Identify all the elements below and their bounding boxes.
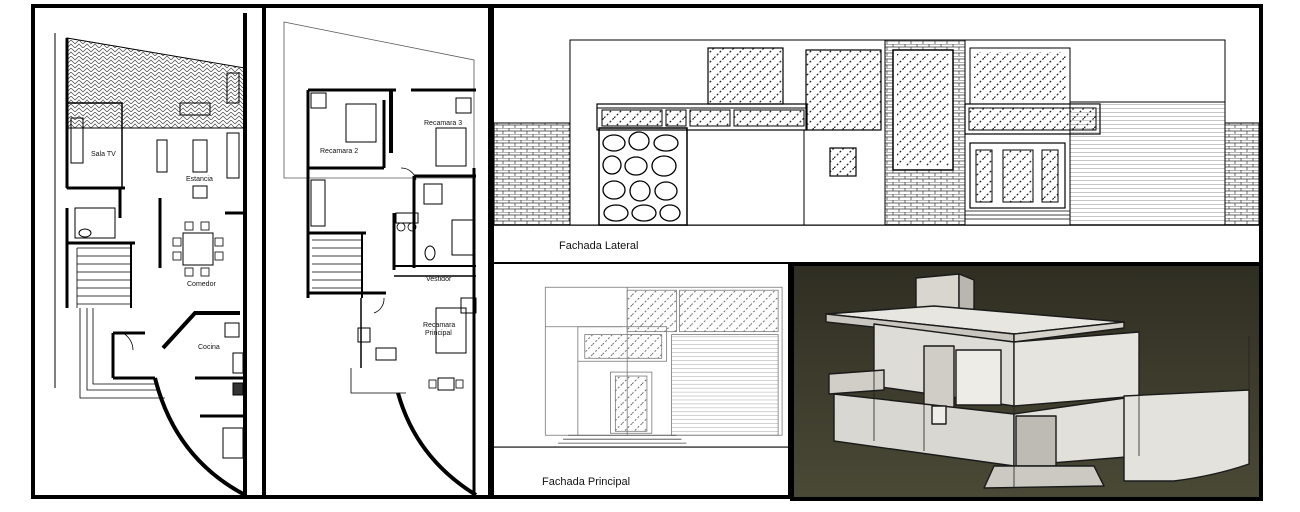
side-elevation-drawing: [494, 39, 1259, 226]
room-label-sala-tv: Sala TV: [91, 151, 116, 158]
room-label-recamara-principal-2: Principal: [425, 330, 452, 337]
render-3d-view: [790, 262, 1263, 501]
caption-fachada-principal: Fachada Principal: [542, 476, 631, 488]
ground-floor-drawing: [54, 13, 247, 495]
side-elevation: Fachada Lateral: [490, 4, 1263, 266]
room-label-recamara-3: Recamara 3: [424, 120, 463, 127]
ground-floor-plan: Sala TV Estancia Comedor Cocina: [31, 4, 264, 499]
room-label-comedor: Comedor: [187, 281, 216, 288]
caption-fachada-lateral: Fachada Lateral: [559, 240, 639, 252]
room-label-recamara-principal-1: Recamara: [423, 322, 456, 329]
room-label-vestidor: Vestidor: [426, 276, 452, 283]
render-3d-drawing: [794, 266, 1259, 497]
front-elevation: Fachada Principal: [490, 264, 792, 499]
room-label-recamara-2: Recamara 2: [320, 148, 359, 155]
room-label-estancia: Estancia: [186, 176, 213, 183]
front-elevation-drawing: [494, 286, 788, 448]
upper-floor-plan: Recamara 2 Recamara 3 Vestidor Recamara …: [262, 4, 492, 499]
upper-floor-drawing: [283, 21, 478, 495]
room-label-cocina: Cocina: [198, 344, 220, 351]
